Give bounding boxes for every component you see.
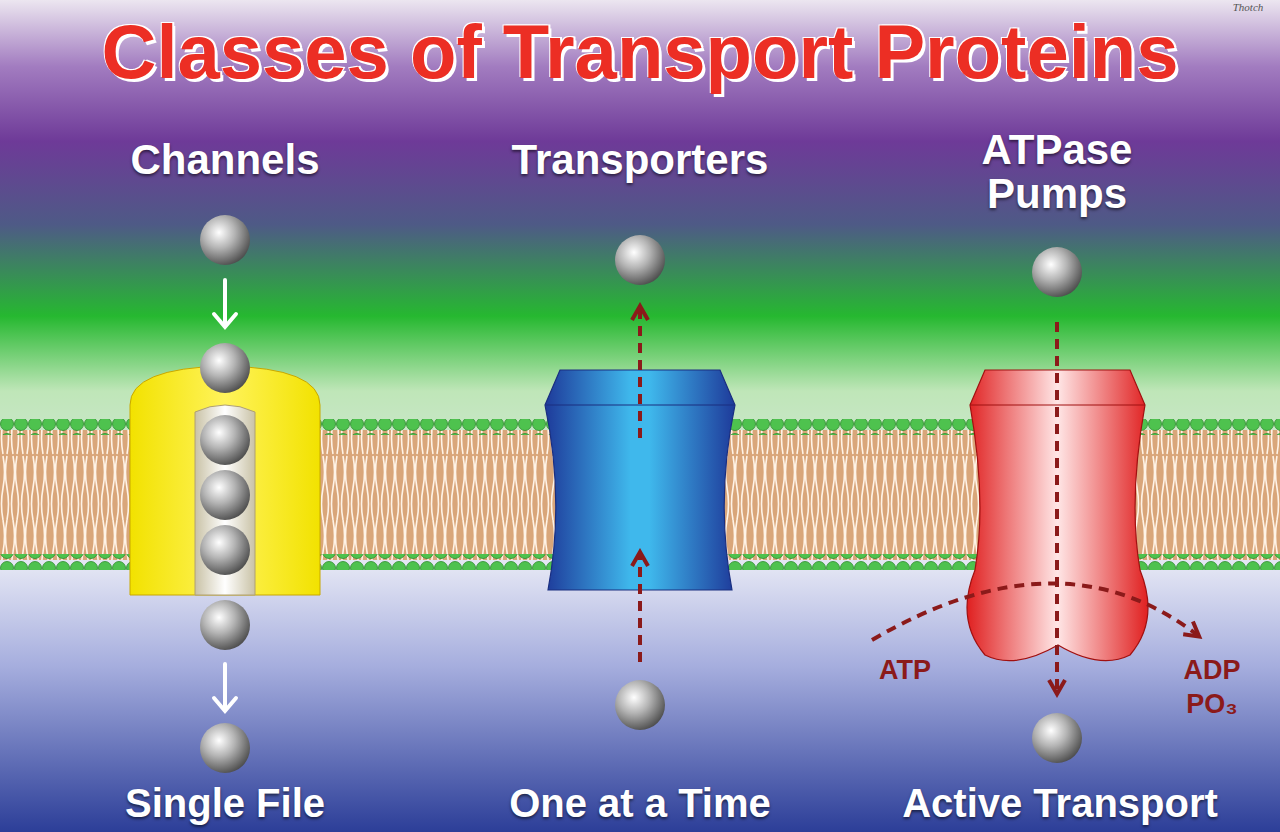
- column-heading: Transporters: [470, 138, 810, 182]
- caption-label: Active Transport: [850, 782, 1270, 824]
- title: Classes of Transport Proteins: [102, 12, 1179, 92]
- molecule-label: ADP PO₃: [1177, 654, 1247, 722]
- caption-label: Single File: [45, 782, 405, 824]
- molecule-label: ATP: [860, 654, 950, 688]
- column-heading: ATPase Pumps: [942, 128, 1172, 216]
- caption-label: One at a Time: [440, 782, 840, 824]
- watermark: Thotch: [1218, 2, 1278, 14]
- column-heading: Channels: [65, 138, 385, 182]
